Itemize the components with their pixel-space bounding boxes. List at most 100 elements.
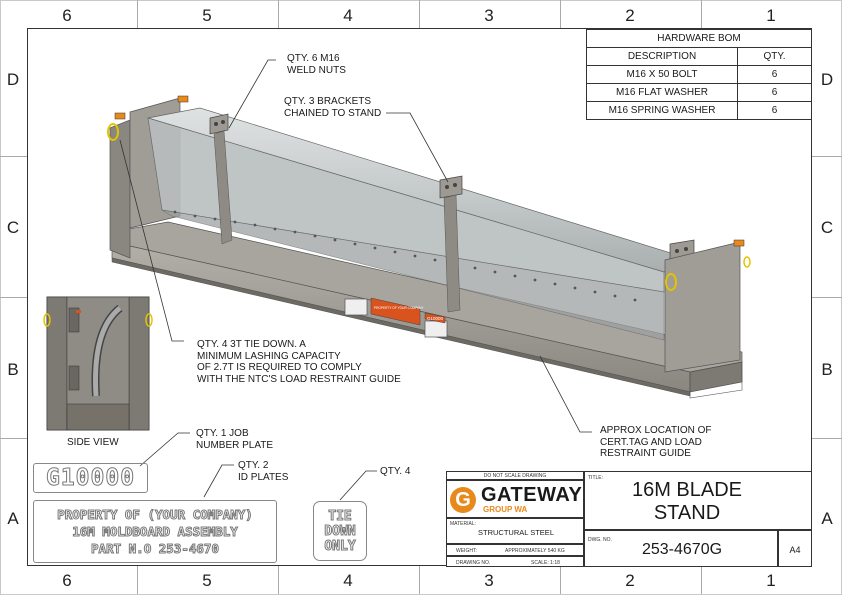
note-tie-down: QTY. 4 3T TIE DOWN. A MINIMUM LASHING CA… <box>197 339 401 385</box>
dwg-no-label: DWG. NO. <box>588 537 612 543</box>
sheet-size-cell: A4 <box>778 530 812 567</box>
company-subtitle: GROUP WA <box>483 505 528 514</box>
drawing-title-line: 16M BLADE <box>631 479 743 501</box>
zone-col-5-bottom: 5 <box>202 571 212 590</box>
note-line: QTY. 6 M16 <box>287 53 340 64</box>
hardware-bom-table: HARDWARE BOM DESCRIPTION QTY. M16 X 50 B… <box>586 29 812 120</box>
dwg-no-cell: DWG. NO. 253-4670G <box>584 530 778 567</box>
drawing-border-inner <box>27 28 812 566</box>
do-not-scale-note: DO NOT SCALE DRAWING <box>483 473 547 479</box>
zone-col-6-bottom: 6 <box>62 571 72 590</box>
note-line: WELD NUTS <box>287 64 346 76</box>
zone-tick <box>419 566 420 594</box>
note-line: ID PLATES <box>238 471 289 483</box>
zone-tick <box>137 566 138 594</box>
material-value: STRUCTURAL STEEL <box>478 528 554 537</box>
side-view-label: SIDE VIEW <box>67 437 119 448</box>
zone-tick <box>137 0 138 28</box>
zone-tick <box>701 566 702 594</box>
title-cell: TITLE: 16M BLADE STAND <box>584 471 812 530</box>
table-row: M16 X 50 BOLT 6 <box>586 65 812 84</box>
zone-col-2-bottom: 2 <box>625 571 635 590</box>
leader-tie-plate <box>339 470 377 501</box>
zone-col-6-top: 6 <box>62 6 72 25</box>
drawing-scale-cell: DRAWING NO. SCALE: 1:18 <box>446 556 584 567</box>
zone-col-3-top: 3 <box>484 6 494 25</box>
note-line: NUMBER PLATE <box>196 439 274 451</box>
zone-tick <box>812 438 842 439</box>
note-line: QTY. 3 BRACKETS <box>284 96 372 107</box>
zone-tick <box>560 566 561 594</box>
beam-slot <box>424 320 448 338</box>
weight-cell: WEIGHT: APPROXIMATELY 540 KG <box>446 544 584 556</box>
zone-col-4-bottom: 4 <box>343 571 353 590</box>
zone-col-1-top: 1 <box>766 6 776 25</box>
job-number-plate: G10000 <box>33 463 148 493</box>
note-line: CERT.TAG AND LOAD <box>600 436 702 448</box>
bom-qty: 6 <box>737 65 812 84</box>
tie-plate-line: DOWN <box>324 523 356 539</box>
beam-slot <box>344 298 368 316</box>
id-plate-line: PROPERTY OF (YOUR COMPANY) <box>57 507 254 523</box>
zone-row-b-left: B <box>7 360 19 379</box>
tie-down-loop <box>743 256 751 268</box>
tie-plate-line: TIE <box>328 508 353 524</box>
zone-tick <box>419 0 420 28</box>
note-line: APPROX LOCATION OF <box>600 425 712 436</box>
title-label: TITLE: <box>588 475 604 481</box>
sheet-size: A4 <box>789 545 801 555</box>
zone-col-3-bottom: 3 <box>484 571 494 590</box>
zone-row-d-right: D <box>820 70 834 89</box>
zone-tick <box>0 297 27 298</box>
note-line: QTY. 2 <box>238 460 269 471</box>
bom-description: M16 SPRING WASHER <box>586 101 738 120</box>
note-brackets: QTY. 3 BRACKETS CHAINED TO STAND <box>284 96 381 119</box>
weight-value: APPROXIMATELY 540 KG <box>505 548 565 554</box>
note-line: QTY. 1 JOB <box>196 428 249 439</box>
zone-tick <box>278 0 279 28</box>
leader-brackets <box>386 112 449 183</box>
blade-bracket <box>439 175 463 313</box>
material-cell: MATERIAL: STRUCTURAL STEEL <box>446 518 584 544</box>
note-cert-tag: APPROX LOCATION OF CERT.TAG AND LOAD RES… <box>600 425 712 460</box>
side-view-drawing <box>43 296 153 431</box>
zone-col-5-top: 5 <box>202 6 212 25</box>
leader-cert-tag <box>539 355 592 433</box>
zone-tick <box>701 0 702 28</box>
gateway-logo-icon: G <box>450 487 476 513</box>
logo-letter: G <box>455 488 471 511</box>
dwg-number: 253-4670G <box>641 541 723 558</box>
zone-row-c-left: C <box>6 218 20 237</box>
zone-tick <box>560 0 561 28</box>
material-label: MATERIAL: <box>450 521 477 527</box>
zone-tick <box>278 566 279 594</box>
zone-tick <box>812 297 842 298</box>
id-plate-line: PART N.O 253-4670 <box>91 541 220 557</box>
note-line: MINIMUM LASHING CAPACITY <box>197 350 341 362</box>
zone-row-a-right: A <box>821 509 833 528</box>
zone-row-a-left: A <box>7 509 19 528</box>
zone-tick <box>812 156 842 157</box>
zone-tick <box>0 438 27 439</box>
cert-plate-text: PROPERTY OF YOUR COMPANY <box>374 306 424 310</box>
scale-value: SCALE: 1:18 <box>531 560 560 566</box>
leader-job-plate <box>139 432 190 467</box>
zone-tick <box>0 156 27 157</box>
weight-label: WEIGHT: <box>456 548 477 554</box>
blade-bracket <box>209 113 233 245</box>
id-plate: PROPERTY OF (YOUR COMPANY) 16M MOLDBOARD… <box>33 500 277 563</box>
note-job-plate: QTY. 1 JOB NUMBER PLATE <box>196 428 273 451</box>
logo-cell: G GATEWAY GROUP WA <box>446 480 584 518</box>
cert-plate-tag: PROPERTY OF YOUR COMPANY <box>370 297 424 326</box>
note-tie-plate: QTY. 4 <box>380 466 411 477</box>
drawing-title: 16M BLADE STAND <box>585 479 789 525</box>
tie-plate-line: ONLY <box>324 538 356 554</box>
bom-qty: 6 <box>737 101 812 120</box>
note-line: QTY. 4 3T TIE DOWN. A <box>197 339 306 350</box>
zone-col-2-top: 2 <box>625 6 635 25</box>
table-row: M16 SPRING WASHER 6 <box>586 101 812 120</box>
job-tag-text: G10000 <box>427 316 444 321</box>
tie-down-loop <box>665 273 677 291</box>
note-id-plates: QTY. 2 ID PLATES <box>238 460 288 483</box>
